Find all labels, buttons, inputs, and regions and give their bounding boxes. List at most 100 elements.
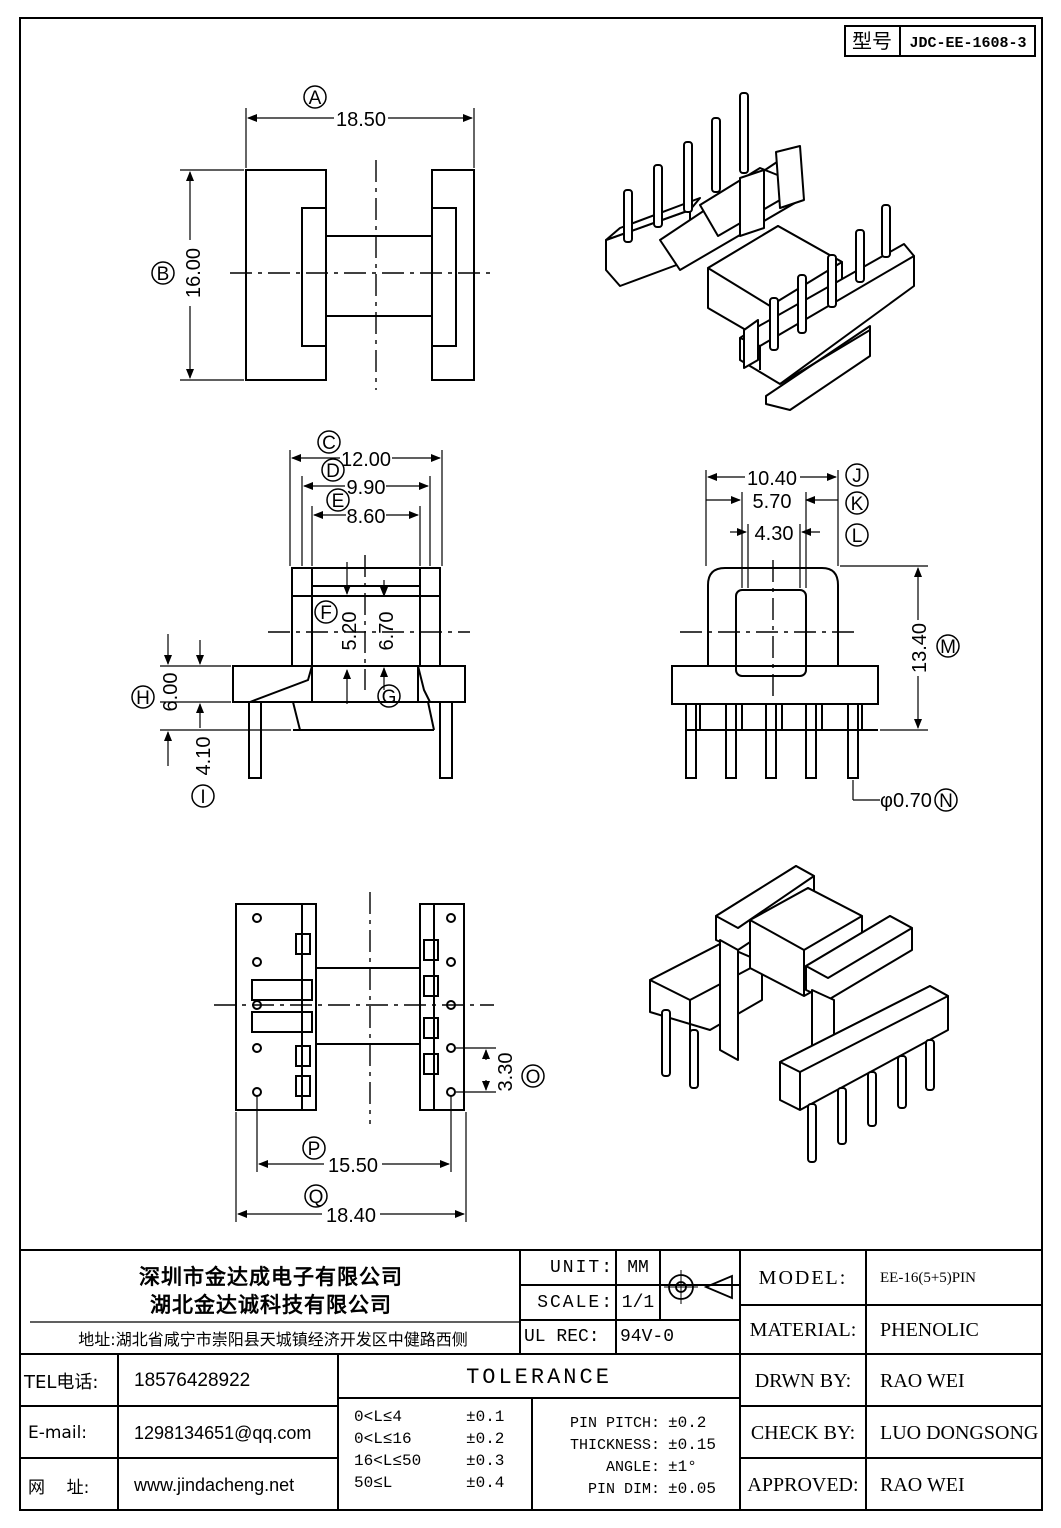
dim-L-tag: L (852, 526, 863, 547)
email-value: 1298134651@qq.com (134, 1422, 312, 1443)
dim-G-tag: G (382, 687, 397, 708)
dim-C-tag: C (322, 433, 336, 454)
scale-label: SCALE: (537, 1293, 614, 1313)
dim-O: O 3.30 (495, 1053, 545, 1092)
dim-N: N φ0.70 (880, 788, 958, 812)
dim-F: F 5.20 (314, 600, 361, 651)
ul-rec-label: UL REC: (524, 1327, 600, 1347)
dim-F-tag: F (320, 603, 332, 624)
tol-range-4: 50≤L (354, 1474, 393, 1492)
dim-D: D 9.90 (321, 458, 386, 499)
top-view (180, 108, 490, 390)
dim-E-tag: E (332, 491, 345, 512)
model-label: MODEL: (758, 1266, 848, 1289)
dim-C: C 12.00 (317, 430, 391, 471)
dim-C-value: 12.00 (341, 449, 391, 471)
dim-E: E 8.60 (326, 488, 386, 528)
dim-E-value: 8.60 (347, 506, 386, 528)
dim-D-value: 9.90 (347, 477, 386, 499)
dim-G-value: 6.70 (376, 612, 398, 651)
tolerance-title: TOLERANCE (466, 1364, 612, 1390)
tol-value-1: ±0.1 (466, 1408, 505, 1426)
dim-F-value: 5.20 (339, 612, 361, 651)
unit-label: UNIT: (549, 1258, 614, 1278)
side-view (671, 470, 928, 801)
tol-other-name-3: ANGLE: (605, 1458, 660, 1476)
web-value: www.jindacheng.net (134, 1474, 295, 1495)
dim-I-value: 4.10 (193, 737, 215, 776)
company-name-2: 湖北金达诚科技有限公司 (150, 1293, 392, 1317)
company-address: 地址:湖北省咸宁市崇阳县天城镇经济开发区中健路西侧 (78, 1330, 468, 1349)
dim-N-tag: N (939, 791, 953, 812)
dim-M-tag: M (940, 637, 956, 658)
dim-K-value: 5.70 (753, 491, 792, 513)
tol-other-name-4: PIN DIM: (587, 1480, 660, 1498)
dim-N-value: φ0.70 (880, 790, 932, 812)
dim-A-tag: A (309, 88, 322, 109)
isometric-view-bottom (649, 865, 949, 1163)
tol-other-value-2: ±0.15 (668, 1436, 717, 1454)
dim-I: I 4.10 (191, 737, 215, 808)
dim-B-tag: B (157, 264, 170, 285)
dim-L: L 4.30 (755, 523, 869, 547)
dim-K-tag: K (851, 494, 864, 515)
tol-value-4: ±0.4 (466, 1474, 505, 1492)
approved-label: APPROVED: (747, 1473, 859, 1496)
dim-O-value: 3.30 (495, 1053, 517, 1092)
dim-D-tag: D (326, 461, 340, 482)
tol-other-value-4: ±0.05 (668, 1480, 717, 1498)
material-value: PHENOLIC (880, 1318, 979, 1341)
tol-other-value-1: ±0.2 (668, 1414, 707, 1432)
drawn-by-label: DRWN BY: (754, 1369, 852, 1392)
dim-A: A 18.50 (303, 85, 386, 131)
dim-G: G 6.70 (376, 612, 401, 708)
part-number-box: 型号 JDC-EE-1608-3 (844, 25, 1036, 57)
company-name-1: 深圳市金达成电子有限公司 (139, 1265, 403, 1289)
dim-Q-value: 18.40 (326, 1205, 376, 1227)
dim-P: P 15.50 (302, 1136, 378, 1177)
model-value: EE-16(5+5)PIN (880, 1269, 976, 1286)
material-label: MATERIAL: (749, 1318, 857, 1341)
dim-H-tag: H (136, 688, 150, 709)
dim-B: B 16.00 (151, 248, 205, 298)
dim-J-value: 10.40 (747, 468, 797, 490)
unit-value: MM (627, 1258, 649, 1278)
isometric-view-top (605, 92, 915, 411)
tol-range-2: 0<L≤16 (354, 1430, 412, 1448)
dim-Q: Q 18.40 (304, 1184, 376, 1227)
ul-rec-value: 94V-0 (620, 1327, 675, 1347)
tol-other-name-2: THICKNESS: (569, 1436, 660, 1454)
dim-I-tag: I (200, 787, 205, 808)
dim-J-tag: J (852, 466, 862, 487)
dim-M: M 13.40 (909, 623, 960, 673)
check-by-label: CHECK BY: (750, 1421, 856, 1444)
web-label: 网 址: (28, 1477, 90, 1498)
tol-value-2: ±0.2 (466, 1430, 505, 1448)
dim-O-tag: O (526, 1067, 541, 1088)
tol-value-3: ±0.3 (466, 1452, 505, 1470)
dim-L-value: 4.30 (755, 523, 794, 545)
tol-other-name-1: PIN PITCH: (569, 1414, 660, 1432)
title-block-grid (20, 1249, 1042, 1510)
bottom-view (214, 892, 496, 1222)
dim-P-tag: P (308, 1139, 321, 1160)
dim-H: H 6.00 (131, 673, 182, 711)
dim-A-value: 18.50 (336, 109, 386, 131)
tol-other-value-3: ±1° (668, 1458, 697, 1476)
dim-P-value: 15.50 (328, 1155, 378, 1177)
tol-range-3: 16<L≤50 (354, 1452, 422, 1470)
tel-value: 18576428922 (134, 1370, 251, 1391)
tel-label: TEL电话: (24, 1372, 99, 1393)
part-number-label: 型号 (852, 29, 892, 53)
tol-range-1: 0<L≤4 (354, 1408, 403, 1426)
projection-symbol-icon (664, 1270, 733, 1304)
dim-J: J 10.40 (747, 463, 869, 490)
dim-M-value: 13.40 (909, 623, 931, 673)
scale-value: 1/1 (621, 1293, 655, 1313)
dim-Q-tag: Q (309, 1187, 324, 1208)
dim-B-value: 16.00 (183, 248, 205, 298)
part-number-value: JDC-EE-1608-3 (909, 35, 1026, 52)
dim-K: K 5.70 (753, 491, 869, 515)
